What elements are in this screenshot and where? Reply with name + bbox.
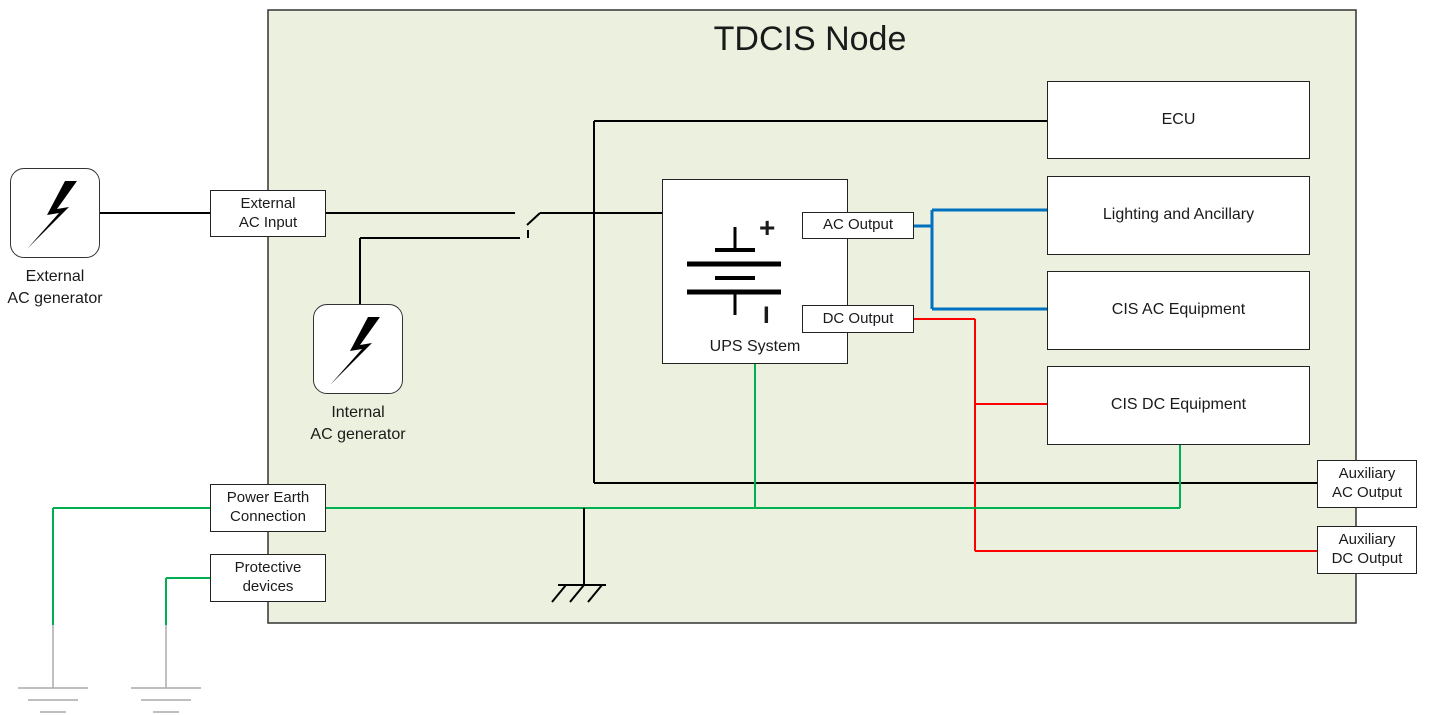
power-earth-terminal: Power Earth Connection: [210, 484, 326, 532]
ac-distribution-lines: [914, 208, 1047, 311]
internal-generator: [313, 304, 403, 394]
lightning-icon: [330, 317, 380, 385]
lightning-icon: [27, 181, 77, 249]
minus-sign: I: [763, 302, 770, 329]
chassis-ground-icon: [551, 508, 606, 603]
aux-dc-output-terminal: Auxiliary DC Output: [1317, 526, 1417, 574]
dc-distribution-lines: [914, 318, 1317, 552]
cis-dc-equipment-box: CIS DC Equipment: [1047, 366, 1310, 445]
internal-generator-caption: Internal AC generator: [310, 404, 406, 444]
lighting-ancillary-box: Lighting and Ancillary: [1047, 176, 1310, 255]
plus-sign: +: [759, 212, 776, 243]
power-lines: [100, 120, 1317, 484]
ecu-box: ECU: [1047, 81, 1310, 159]
ups-label: UPS System: [709, 338, 801, 355]
aux-ac-output-terminal: Auxiliary AC Output: [1317, 460, 1417, 508]
cis-ac-equipment-box: CIS AC Equipment: [1047, 271, 1310, 350]
earth-lines: [52, 363, 1181, 625]
battery-icon: [687, 227, 781, 315]
ups-system: + I UPS System: [662, 179, 848, 364]
external-ac-input-terminal: External AC Input: [210, 190, 326, 237]
node-title: TDCIS Node: [713, 20, 907, 58]
external-generator: [10, 168, 100, 258]
earth-ground-icon-2: [131, 625, 201, 713]
earth-ground-icon-1: [18, 625, 88, 713]
external-generator-caption: External AC generator: [7, 268, 103, 308]
protective-devices-terminal: Protective devices: [210, 554, 326, 602]
ups-ac-output: AC Output: [802, 212, 914, 239]
ups-dc-output: DC Output: [802, 305, 914, 333]
